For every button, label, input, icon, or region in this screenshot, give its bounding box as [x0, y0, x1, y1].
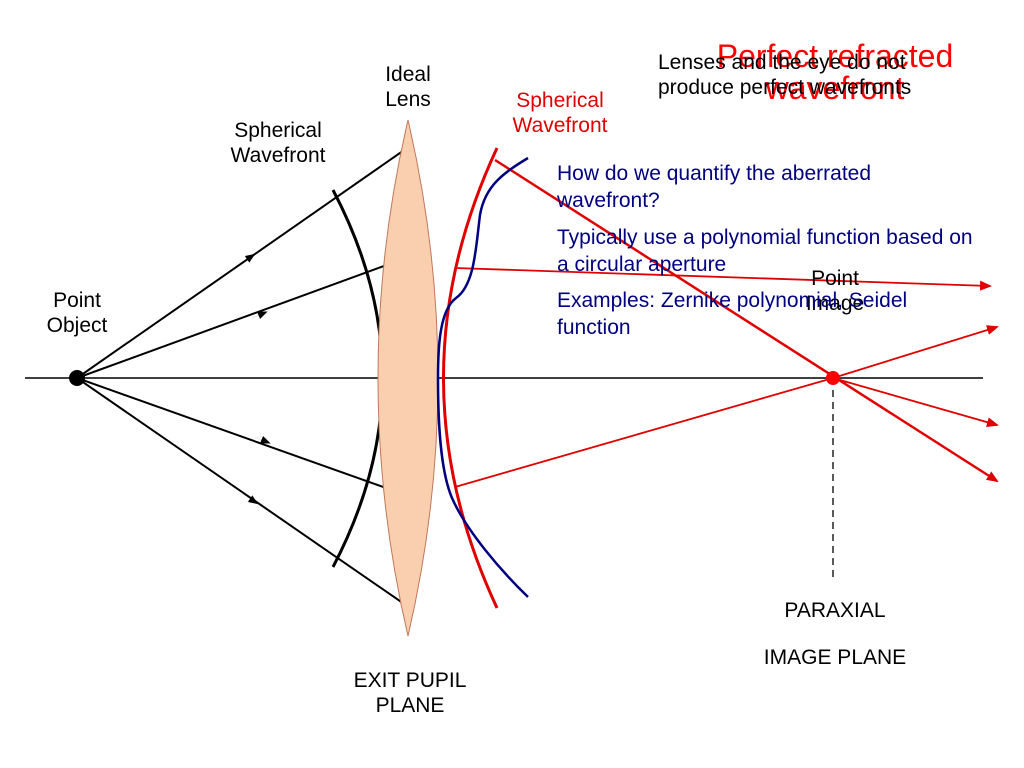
- incident-ray: [76, 377, 387, 489]
- refracted-rays: [454, 158, 999, 488]
- refracted-ray: [494, 158, 999, 483]
- refracted-ray: [454, 267, 992, 291]
- aberration-questions: How do we quantify the aberrated wavefro…: [557, 160, 977, 351]
- spherical-wavefront-left-label: Spherical Wavefront: [230, 119, 326, 168]
- exit-pupil-plane-label: EXIT PUPIL PLANE: [353, 669, 467, 718]
- incident-ray: [76, 145, 411, 379]
- incident-ray: [76, 377, 411, 609]
- incident-ray-arrows: [239, 253, 271, 505]
- polynomial-note: Typically use a polynomial function base…: [557, 225, 973, 276]
- aberrated-wavefront: [436, 156, 529, 598]
- caption: Lenses and the eye do not produce perfec…: [658, 51, 912, 100]
- paraxial-label: PARAXIAL: [784, 599, 886, 622]
- refracted-ray: [832, 325, 999, 379]
- point-object-label: Point Object: [46, 289, 108, 338]
- spherical-wavefront-right: [442, 147, 499, 609]
- examples-note: Examples: Zernike polynomial, Seidel fun…: [557, 289, 908, 340]
- incident-rays: [76, 145, 411, 609]
- point-object-dot: [69, 370, 85, 386]
- ideal-lens: [377, 119, 439, 637]
- point-image-label: Point Image: [805, 267, 865, 316]
- spherical-wavefront-right-label: Spherical Wavefront: [512, 89, 608, 138]
- refracted-ray: [832, 377, 999, 428]
- ray-arrow: [239, 253, 256, 265]
- incident-ray: [76, 265, 385, 379]
- diagram-title: Perfect refracted wavefront: [716, 38, 954, 106]
- ray-arrow: [251, 311, 268, 319]
- question-quantify: How do we quantify the aberrated wavefro…: [557, 162, 872, 213]
- ideal-lens-label: Ideal Lens: [385, 63, 431, 112]
- point-image-dot: [826, 371, 840, 385]
- image-plane-label: IMAGE PLANE: [763, 646, 907, 669]
- refracted-ray: [454, 377, 834, 488]
- ray-arrow: [254, 436, 271, 444]
- ray-arrow: [242, 493, 259, 505]
